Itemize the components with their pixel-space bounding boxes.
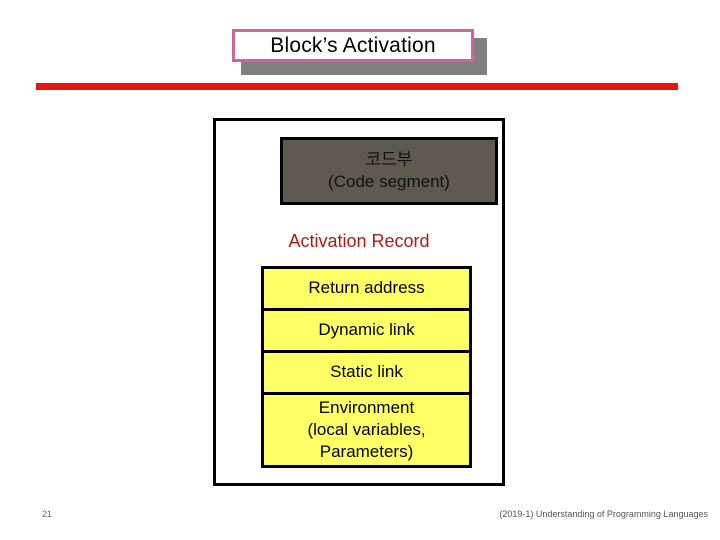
record-field-return-address: Return address bbox=[261, 266, 472, 308]
record-field-label: Dynamic link bbox=[318, 320, 415, 340]
page-number: 21 bbox=[42, 509, 53, 519]
record-field-environment: Environment (local variables, Parameters… bbox=[261, 392, 472, 468]
record-field-dynamic-link: Dynamic link bbox=[261, 308, 472, 350]
activation-record-caption: Activation Record bbox=[288, 231, 430, 251]
page-title: Block’s Activation bbox=[270, 33, 436, 57]
footer-course-label: (2019-1) Understanding of Programming La… bbox=[499, 509, 708, 519]
code-segment-label-english: (Code segment) bbox=[328, 172, 450, 191]
record-field-label: Return address bbox=[308, 278, 425, 298]
title-divider-rule bbox=[36, 83, 678, 90]
record-field-label-line3: Parameters) bbox=[319, 442, 414, 462]
record-field-label-line2: (local variables, bbox=[307, 419, 426, 439]
code-segment-block: 코드부 (Code segment) bbox=[280, 137, 498, 205]
activation-record-stack: Return address Dynamic link Static link … bbox=[261, 266, 472, 468]
record-field-label: Environment bbox=[318, 397, 415, 417]
code-segment-label-korean: 코드부 bbox=[365, 150, 413, 170]
record-field-static-link: Static link bbox=[261, 350, 472, 392]
block-activation-diagram: 코드부 (Code segment) Activation Record Ret… bbox=[213, 118, 505, 486]
slide-title-box: Block’s Activation bbox=[232, 29, 474, 62]
record-field-label: Static link bbox=[330, 362, 403, 382]
